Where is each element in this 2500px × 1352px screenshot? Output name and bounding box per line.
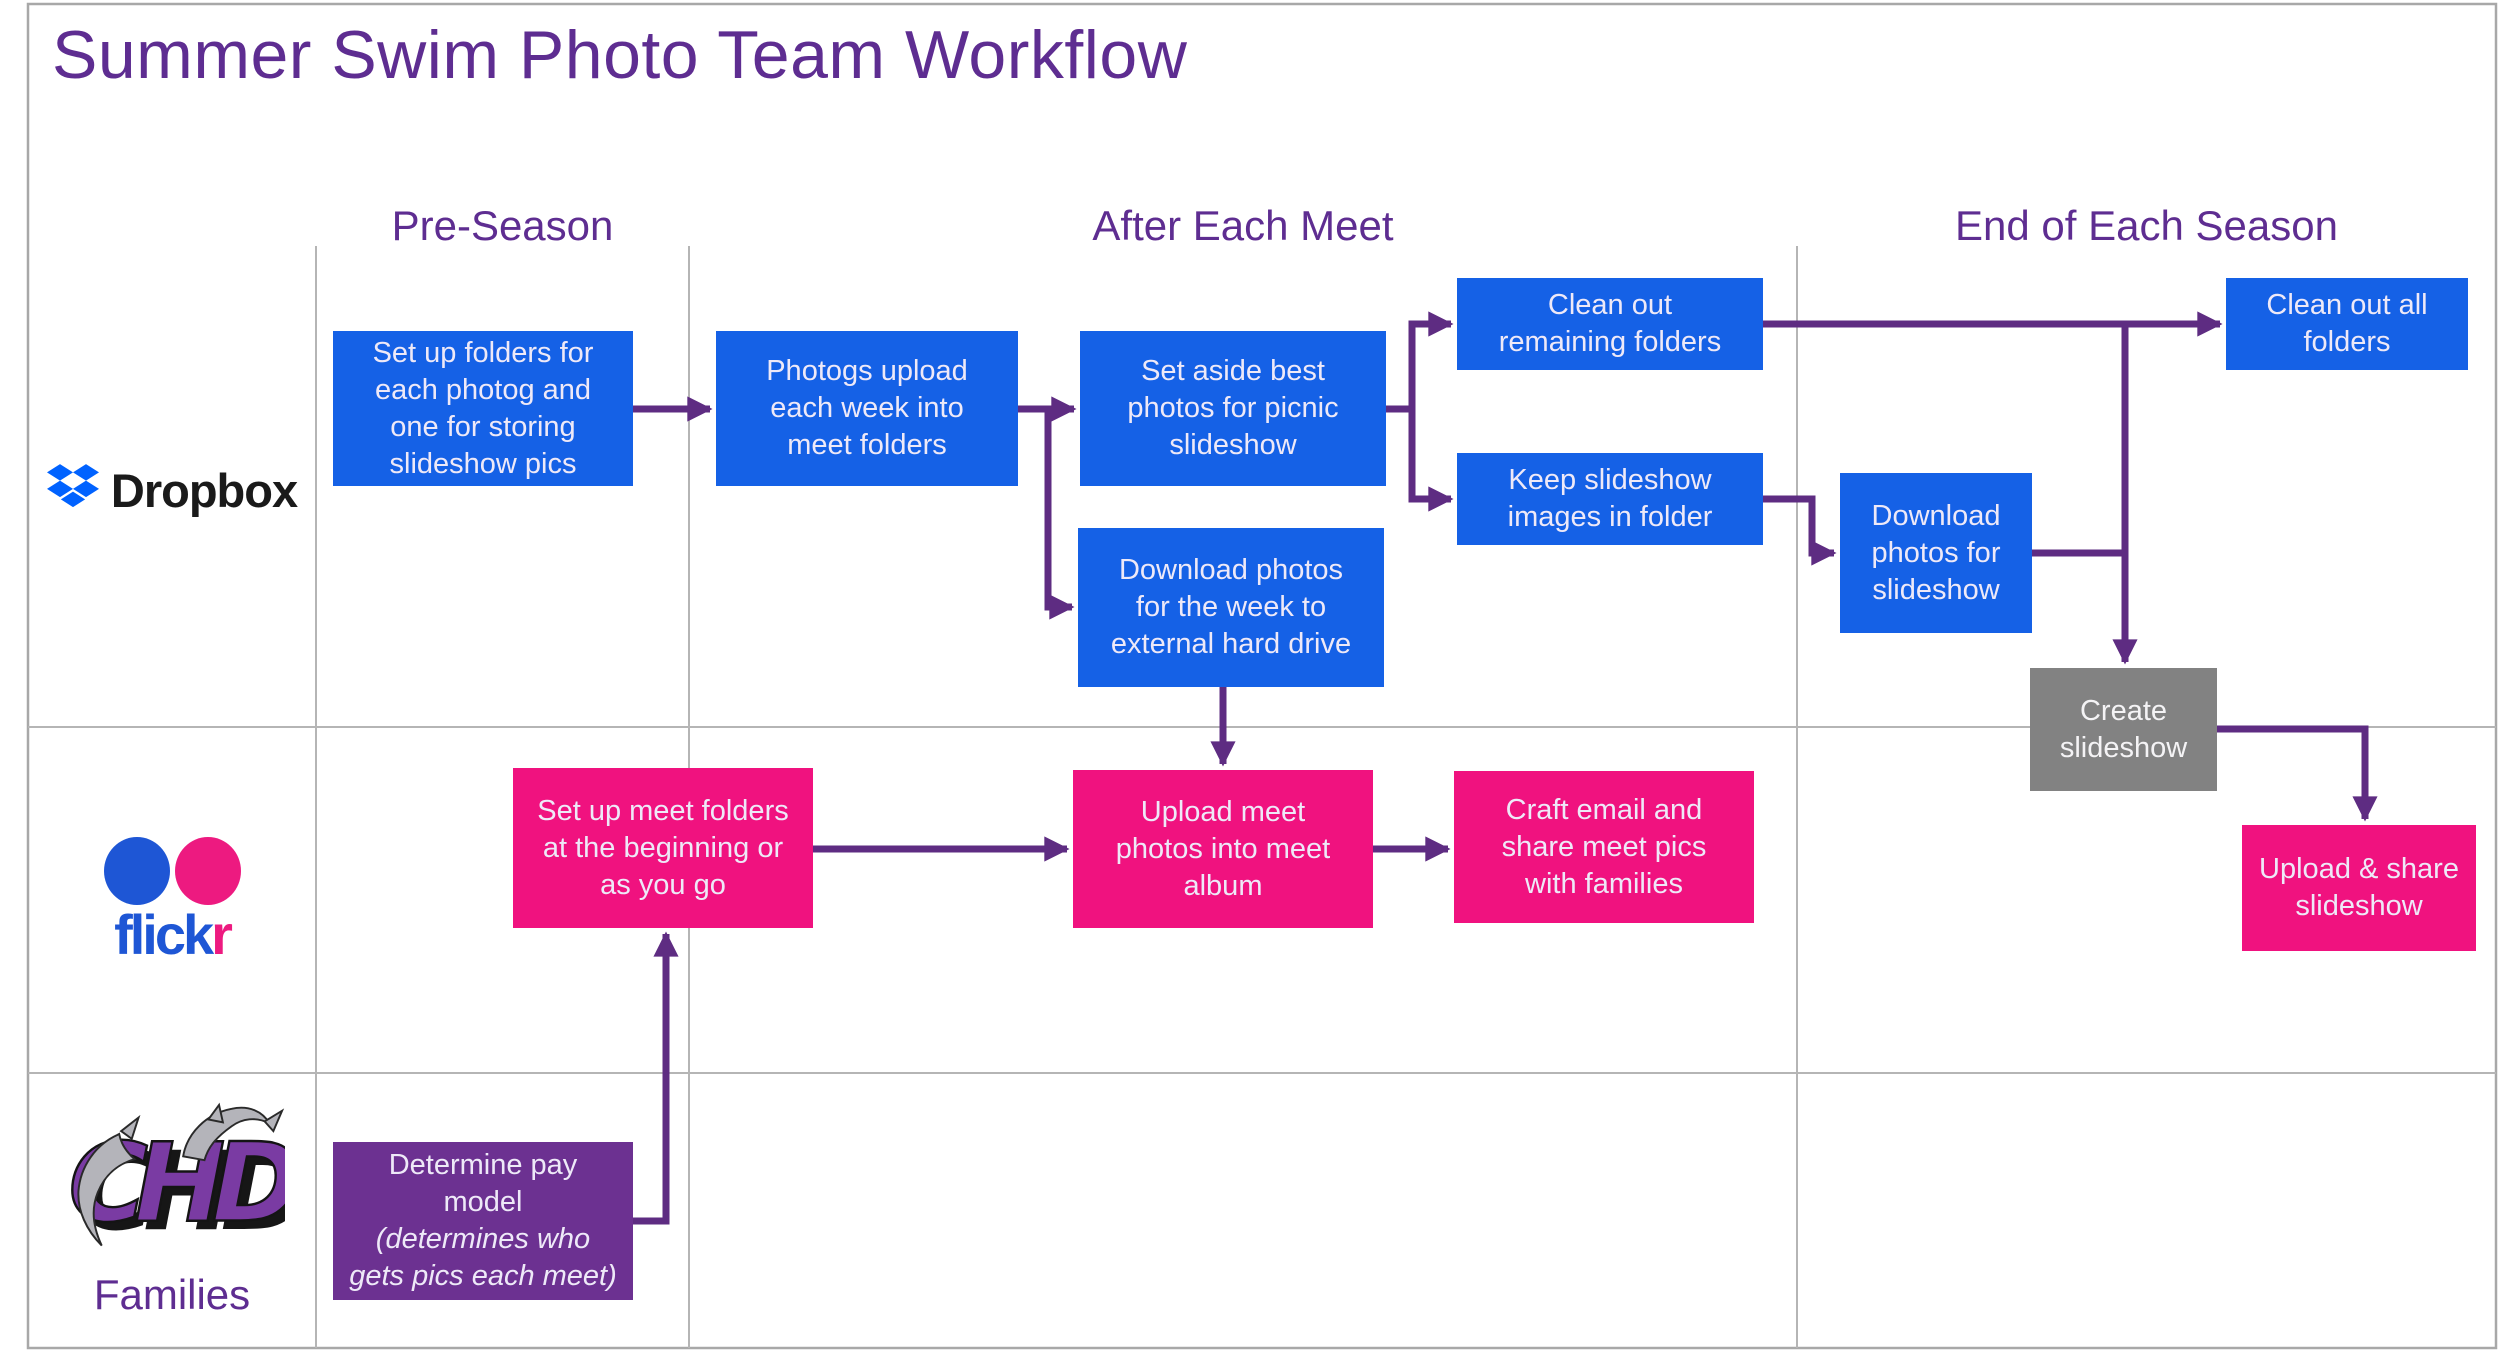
flow-node-upload-share: Upload & share slideshow bbox=[2242, 825, 2476, 951]
lane-label-dropbox: Dropbox bbox=[28, 253, 316, 727]
flow-node-meet-folders: Set up meet folders at the beginning or … bbox=[513, 768, 813, 928]
chd-dolphins-logo-icon: CHD CHD bbox=[60, 1102, 320, 1267]
flow-node-clean-all: Clean out all folders bbox=[2226, 278, 2468, 370]
flow-node-label: Clean out all folders bbox=[2266, 289, 2428, 358]
connector-create-slideshow-to-upload-share bbox=[2217, 725, 2378, 822]
flow-node-download-slideshow: Download photos for slideshow bbox=[1840, 473, 2032, 633]
flow-node-photogs-upload: Photogs upload each week into meet folde… bbox=[716, 331, 1018, 486]
flow-node-clean-remaining: Clean out remaining folders bbox=[1457, 278, 1763, 370]
connector-keep-slideshow-to-download-slideshow bbox=[1763, 495, 1837, 566]
flow-node-label: Set aside best photos for picnic slidesh… bbox=[1127, 355, 1339, 461]
column-header-after-each-meet: After Each Meet bbox=[1092, 202, 1394, 249]
families-label: Families bbox=[93, 1271, 251, 1318]
flow-node-label: Download photos for slideshow bbox=[1871, 499, 2001, 606]
flow-node-label: Keep slideshow images in folder bbox=[1507, 464, 1713, 533]
connector-photogs-upload-to-download-week bbox=[1044, 409, 1075, 620]
connector-pay-model-to-meet-folders bbox=[633, 931, 679, 1225]
flow-node-download-week: Download photos for the week to external… bbox=[1078, 528, 1384, 687]
flow-node-craft-email: Craft email and share meet pics with fam… bbox=[1454, 771, 1754, 923]
dropbox-glyph-icon bbox=[46, 463, 99, 517]
column-header-pre-season: Pre-Season bbox=[391, 202, 614, 249]
flow-node-note: (determines who gets pics each meet) bbox=[349, 1223, 617, 1292]
flow-node-label: Photogs upload each week into meet folde… bbox=[766, 355, 968, 461]
flow-node-set-aside-best: Set aside best photos for picnic slidesh… bbox=[1080, 331, 1386, 486]
flow-node-label: Clean out remaining folders bbox=[1498, 289, 1722, 358]
flow-node-label: Set up meet folders at the beginning or … bbox=[537, 794, 789, 901]
dropbox-wordmark: Dropbox bbox=[110, 463, 298, 517]
flow-node-setup-folders: Set up folders for each photog and one f… bbox=[333, 331, 633, 486]
connector-set-aside-best-to-clean-remaining bbox=[1386, 311, 1454, 413]
flickr-dots-icon bbox=[103, 837, 241, 905]
flow-node-label: Determine pay model bbox=[388, 1149, 578, 1218]
flow-node-label: Upload meet photos into meet album bbox=[1115, 795, 1331, 902]
lane-label-families: CHD CHD Families bbox=[28, 1073, 320, 1348]
flickr-pink-circle-icon bbox=[174, 837, 241, 905]
flow-node-label: Create slideshow bbox=[2059, 694, 2188, 764]
flow-node-label: Set up folders for each photog and one f… bbox=[372, 336, 594, 480]
flow-node-create-slideshow: Create slideshow bbox=[2030, 668, 2217, 791]
flickr-wordmark: flickr bbox=[114, 903, 233, 966]
flow-node-upload-meet: Upload meet photos into meet album bbox=[1073, 770, 1373, 928]
flow-node-label: Upload & share slideshow bbox=[2259, 853, 2459, 922]
connector-set-aside-best-to-keep-slideshow bbox=[1408, 409, 1454, 512]
flow-node-keep-slideshow: Keep slideshow images in folder bbox=[1457, 453, 1763, 545]
flow-node-label: Craft email and share meet pics with fam… bbox=[1501, 793, 1707, 900]
flickr-blue-circle-icon bbox=[103, 837, 170, 905]
flow-node-pay-model: Determine pay model(determines who gets … bbox=[333, 1142, 633, 1300]
lane-label-flickr: flickr bbox=[28, 727, 316, 1073]
flow-node-label: Download photos for the week to external… bbox=[1110, 554, 1352, 660]
column-header-end-of-season: End of Each Season bbox=[1955, 202, 2338, 249]
page-title: Summer Swim Photo Team Workflow bbox=[52, 17, 1188, 93]
